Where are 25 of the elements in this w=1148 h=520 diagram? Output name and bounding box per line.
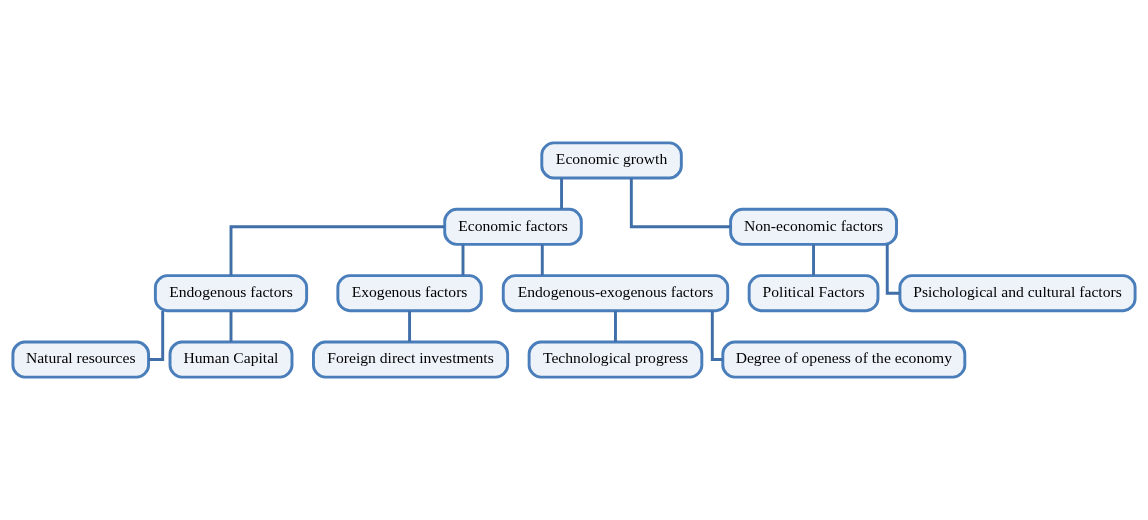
- node-box: Endogenous factors: [153, 274, 309, 313]
- node-box: Technological progress: [527, 340, 704, 379]
- node-box: Foreign direct investments: [312, 340, 510, 379]
- node-box: Psichological and cultural factors: [898, 274, 1137, 313]
- node-box: Exogenous factors: [336, 274, 483, 313]
- connector: [560, 178, 564, 209]
- connector: [812, 244, 816, 276]
- node-box: Endogenous-exogenous factors: [501, 274, 730, 313]
- node-box: Non-economic factors: [729, 207, 898, 246]
- connector: [540, 244, 544, 276]
- node-box: Natural resources: [11, 340, 150, 379]
- connector: [229, 225, 445, 276]
- connector: [614, 310, 617, 342]
- node-box: Economic factors: [443, 207, 583, 246]
- connector: [885, 244, 900, 295]
- node-box: Economic growth: [540, 141, 683, 180]
- connector: [408, 310, 412, 342]
- node-box: Political Factors: [747, 274, 880, 313]
- connector: [148, 310, 165, 361]
- node-box: Degree of openess of the economy: [721, 340, 967, 379]
- connector: [229, 310, 233, 342]
- connector: [710, 310, 723, 361]
- node-box: Human Capital: [168, 340, 294, 379]
- connector: [629, 178, 731, 229]
- connector: [461, 244, 465, 276]
